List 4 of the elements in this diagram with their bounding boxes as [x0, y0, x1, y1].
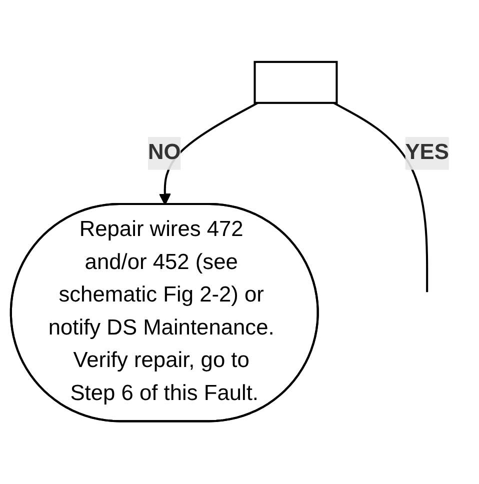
connector [333, 102, 428, 293]
node-box [254, 61, 338, 104]
edge-label: YES [405, 142, 449, 165]
edge-label: NO [148, 142, 181, 165]
